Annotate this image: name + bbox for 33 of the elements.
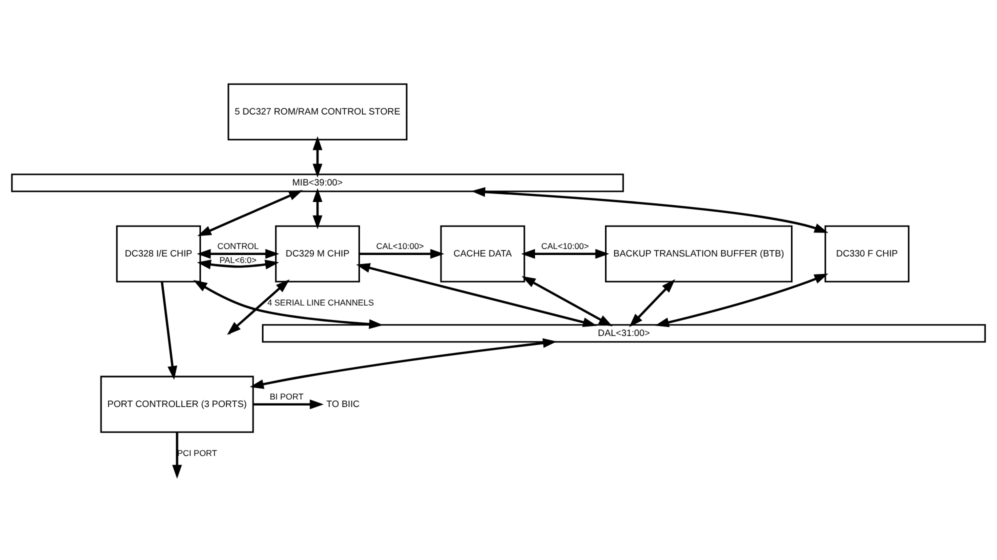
- arrow: [471, 187, 828, 233]
- arrow: [655, 274, 828, 328]
- edge-label: PAL<6:0>: [220, 254, 257, 265]
- node-box: CACHE DATA: [440, 225, 526, 282]
- arrow: [312, 136, 322, 178]
- node-box: DC329 M CHIP: [275, 225, 360, 282]
- node-box: DC328 I/E CHIP: [116, 225, 201, 282]
- node-box: PORT CONTROLLER (3 PORTS): [100, 376, 254, 433]
- node-box: DC330 F CHIP: [824, 225, 910, 282]
- arrow: [196, 260, 280, 270]
- arrow: [196, 249, 280, 259]
- node-text: TO BIIC: [326, 398, 360, 409]
- arrow: [356, 263, 597, 328]
- arrow: [629, 279, 676, 328]
- arrow: [253, 399, 324, 410]
- arrow: [197, 190, 303, 236]
- edge-label: CAL<10:00>: [541, 241, 589, 252]
- node-box: BACKUP TRANSLATION BUFFER (BTB): [605, 225, 793, 282]
- edge-label: CONTROL: [217, 241, 259, 252]
- node-box: MIB<39:00>: [11, 174, 624, 192]
- edge-label: CAL<10:00>: [376, 241, 424, 252]
- arrow: [359, 249, 444, 259]
- edge-label: PCI PORT: [177, 448, 218, 458]
- node-box: 5 DC327 ROM/RAM CONTROL STORE: [228, 83, 408, 140]
- edge-label: 4 SERIAL LINE CHANNELS: [267, 297, 374, 308]
- arrow: [250, 338, 557, 389]
- arrow: [312, 188, 322, 230]
- arrow: [160, 282, 178, 380]
- node-box: DAL<31:00>: [262, 324, 986, 343]
- arrow: [193, 280, 383, 329]
- arrow: [521, 249, 610, 259]
- arrow: [522, 276, 613, 326]
- edge-label: BI PORT: [270, 392, 304, 402]
